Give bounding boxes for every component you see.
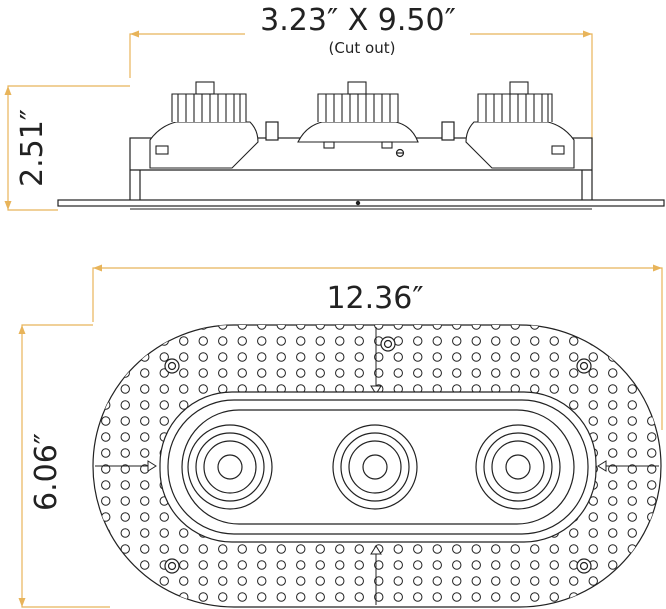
width-dimension	[18, 324, 110, 608]
side-view: 3.23″ X 9.50″ (Cut out) 2.51″	[4, 3, 665, 211]
side-lamp	[149, 81, 259, 169]
length-dimension	[92, 264, 663, 430]
center-markers	[95, 327, 659, 605]
cutout-dimension-label: 3.23″ X 9.50″	[260, 3, 456, 38]
side-lamp	[465, 81, 575, 169]
lamp-aperture	[475, 424, 561, 510]
height-dimension	[4, 85, 130, 211]
length-dimension-label: 12.36″	[326, 281, 423, 316]
height-dimension-label: 2.51″	[15, 109, 50, 187]
top-view: 12.36″ 6.06″	[18, 264, 663, 608]
lamp-aperture	[332, 424, 418, 510]
mounting-holes	[164, 336, 592, 574]
cutout-note-label: (Cut out)	[329, 39, 396, 57]
side-lamp	[297, 81, 419, 149]
lamp-aperture	[187, 424, 273, 510]
cutout-dimension	[129, 30, 593, 160]
width-dimension-label: 6.06″	[29, 433, 64, 511]
